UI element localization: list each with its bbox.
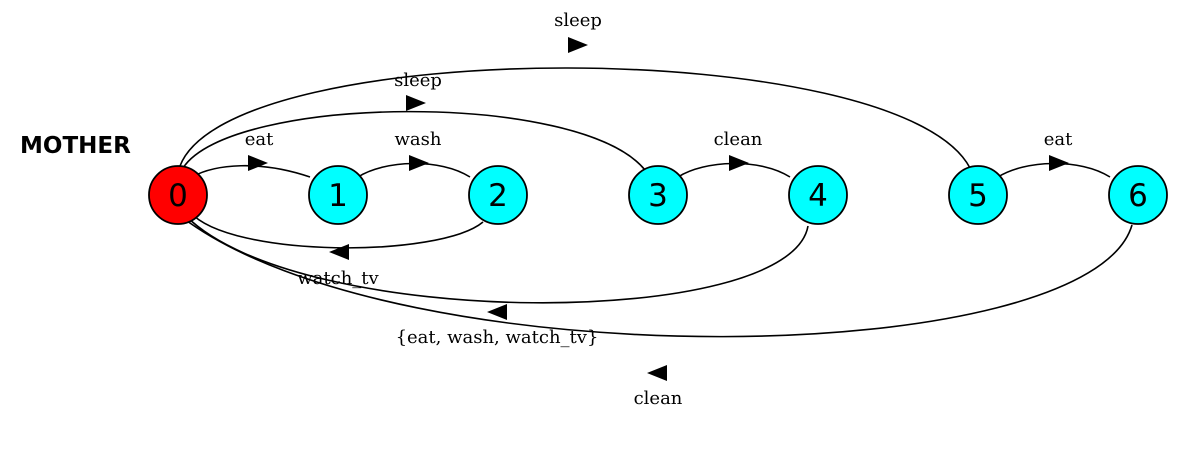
state-label-4: 4 — [808, 178, 828, 214]
edge-4-0-arrowhead — [487, 304, 507, 320]
edge-0-5-arrowhead — [568, 37, 588, 53]
state-label-2: 2 — [488, 178, 508, 214]
state-0: 0 — [148, 165, 208, 225]
edge-3-4: clean — [677, 129, 791, 178]
edge-label-5-6: eat — [1044, 129, 1073, 150]
state-node-2 — [468, 165, 528, 225]
edge-2-0: watch_tv — [189, 211, 484, 289]
state-label-6: 6 — [1128, 178, 1148, 214]
state-node-4 — [788, 165, 848, 225]
edge-0-3: sleep — [182, 70, 646, 171]
state-node-3 — [628, 165, 688, 225]
state-4: 4 — [788, 165, 848, 225]
edge-label-0-5: sleep — [554, 10, 602, 31]
edge-0-5: sleep — [179, 10, 971, 169]
edge-0-3-arrowhead — [406, 95, 426, 111]
edge-label-3-4: clean — [714, 129, 763, 150]
edge-label-0-3: sleep — [394, 70, 442, 91]
edge-label-0-1: eat — [245, 129, 274, 150]
edge-1-2: wash — [357, 129, 471, 178]
edge-label-6-0: clean — [634, 388, 683, 409]
state-6: 6 — [1108, 165, 1168, 225]
edge-1-2-arrowhead — [409, 155, 429, 171]
state-3: 3 — [628, 165, 688, 225]
edge-0-1-arrowhead — [248, 155, 268, 171]
state-5: 5 — [948, 165, 1008, 225]
state-1: 1 — [308, 165, 368, 225]
state-node-1 — [308, 165, 368, 225]
edge-label-1-2: wash — [395, 129, 442, 150]
edge-label-2-0: watch_tv — [297, 268, 379, 289]
edge-4-0: {eat, wash, watch_tv} — [185, 215, 809, 348]
edge-5-6-arrowhead — [1049, 155, 1069, 171]
state-node-6 — [1108, 165, 1168, 225]
edge-3-4-arrowhead — [729, 155, 749, 171]
state-label-3: 3 — [648, 178, 668, 214]
edge-5-6: eat — [997, 129, 1111, 178]
edge-6-0: clean — [182, 217, 1133, 409]
state-node-5 — [948, 165, 1008, 225]
diagram-title: MOTHER — [20, 133, 131, 159]
edge-2-0-arrowhead — [329, 244, 349, 260]
state-node-0 — [148, 165, 208, 225]
state-label-1: 1 — [328, 178, 348, 214]
state-label-5: 5 — [968, 178, 988, 214]
edge-0-1: eat — [191, 129, 311, 178]
edge-6-0-arrowhead — [647, 365, 667, 381]
edge-label-4-0: {eat, wash, watch_tv} — [396, 327, 599, 348]
state-label-0: 0 — [168, 178, 188, 214]
state-2: 2 — [468, 165, 528, 225]
